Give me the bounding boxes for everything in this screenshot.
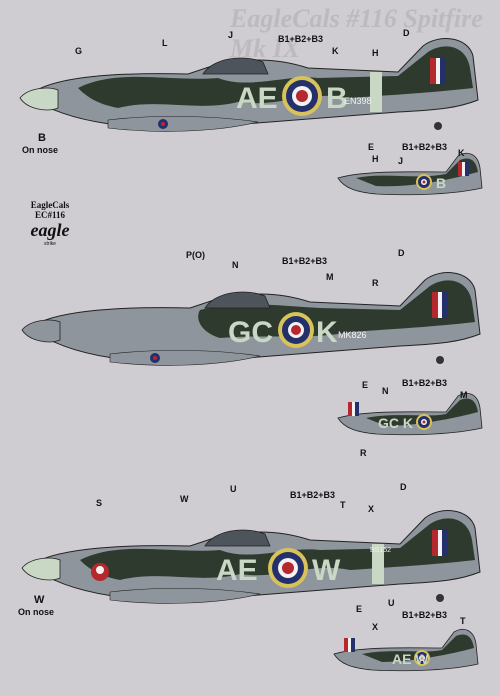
detail2-callout-e: E xyxy=(362,380,369,390)
spitfire-detail-3: AE W xyxy=(333,628,479,672)
fuselage-code-left: GC xyxy=(228,316,273,349)
detail-code: B xyxy=(436,175,446,191)
spitfire-profile-2: GC K MK826 xyxy=(21,272,481,366)
callout-u: U xyxy=(230,484,237,494)
callout-g: G xyxy=(75,46,83,56)
serial-number: EN398 xyxy=(344,96,372,106)
callout-w: W xyxy=(180,494,189,504)
callout-m: M xyxy=(326,272,334,282)
nose-note-text: On nose xyxy=(22,145,59,155)
spitfire-profile-1: AE B EN398 xyxy=(19,38,479,132)
callout-h: H xyxy=(372,48,379,58)
serial-number: MK826 xyxy=(338,330,367,340)
callout-b123: B1+B2+B3 xyxy=(278,34,324,44)
detail2-callout-m: M xyxy=(460,390,468,400)
detail3-callout-t: T xyxy=(460,616,466,626)
logo-brand: eagle xyxy=(30,220,70,240)
nose-note-text: On nose xyxy=(18,607,55,617)
eaglecals-logo: EagleCals EC#116 eagle strike xyxy=(18,200,82,247)
fuselage-code-right: B xyxy=(326,82,348,115)
callout-j: J xyxy=(228,30,234,40)
logo-code2: EC#116 xyxy=(34,210,65,220)
detail2-callout-r: R xyxy=(360,448,367,458)
detail1-callout-h: H xyxy=(372,154,379,164)
callout-x: X xyxy=(368,504,375,514)
detail3-callout-b123: B1+B2+B3 xyxy=(402,610,448,620)
detail1-callout-k: K xyxy=(458,148,465,158)
callout-d: D xyxy=(403,28,410,38)
logo-sub: strike xyxy=(44,241,56,247)
detail-code: GC K xyxy=(378,415,413,431)
callout-l: L xyxy=(162,38,168,48)
spitfire-detail-1: B xyxy=(337,152,483,196)
fuselage-code-right: K xyxy=(316,316,338,349)
callout-r: R xyxy=(372,278,379,288)
callout-t: T xyxy=(340,500,346,510)
spitfire-detail-2: GC K xyxy=(337,392,483,436)
fuselage-code-right: W xyxy=(312,554,341,587)
detail-code: AE W xyxy=(392,651,429,667)
spitfire-profile-3: AE W BS152 xyxy=(21,510,481,604)
callout-p: P(O) xyxy=(186,250,205,260)
nose-note-letter: W xyxy=(34,594,45,606)
callout-b123: B1+B2+B3 xyxy=(290,490,336,500)
detail2-callout-n: N xyxy=(382,386,389,396)
callout-s: S xyxy=(96,498,103,508)
nose-note-letter: B xyxy=(38,132,46,144)
serial-number: BS152 xyxy=(370,547,391,554)
detail1-callout-e: E xyxy=(368,142,375,152)
sheet-title: EagleCals #116 Spitfire Mk IX xyxy=(230,4,483,63)
logo-code1: EagleCals xyxy=(30,200,70,210)
callout-b123: B1+B2+B3 xyxy=(282,256,328,266)
detail3-callout-e: E xyxy=(356,604,363,614)
fuselage-code-left: AE xyxy=(216,554,258,587)
detail1-callout-b123: B1+B2+B3 xyxy=(402,142,448,152)
detail1-callout-j: J xyxy=(398,156,404,166)
callout-n: N xyxy=(232,260,239,270)
callout-d: D xyxy=(400,482,407,492)
detail2-callout-b123: B1+B2+B3 xyxy=(402,378,448,388)
fuselage-code-left: AE xyxy=(236,82,278,115)
detail3-callout-u: U xyxy=(388,598,395,608)
detail3-callout-x: X xyxy=(372,622,379,632)
callout-d: D xyxy=(398,248,405,258)
callout-k: K xyxy=(332,46,339,56)
